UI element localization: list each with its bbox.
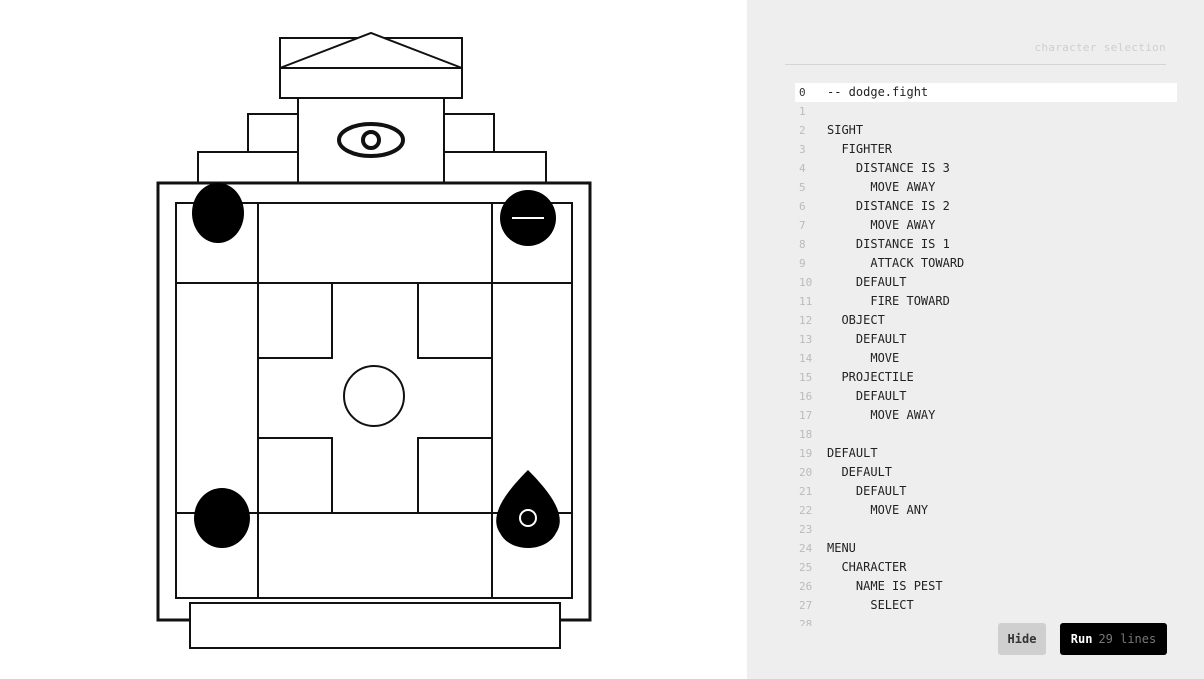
line-text: OBJECT <box>827 313 885 327</box>
code-line[interactable]: 23 <box>795 520 1177 539</box>
line-number: 20 <box>799 466 813 479</box>
line-number: 16 <box>799 390 813 403</box>
code-line[interactable]: 6 DISTANCE IS 2 <box>795 197 1177 216</box>
line-number: 18 <box>799 428 813 441</box>
code-line[interactable]: 19 DEFAULT <box>795 444 1177 463</box>
character-horned[interactable] <box>192 183 244 243</box>
code-line[interactable]: 18 <box>795 425 1177 444</box>
eye-icon <box>337 122 405 158</box>
line-text: CHARACTER <box>827 560 907 574</box>
line-number: 12 <box>799 314 813 327</box>
divider <box>785 64 1166 65</box>
line-number: 21 <box>799 485 813 498</box>
line-number: 24 <box>799 542 813 555</box>
code-line[interactable]: 8 DISTANCE IS 1 <box>795 235 1177 254</box>
code-line[interactable]: 5 MOVE AWAY <box>795 178 1177 197</box>
code-line[interactable]: 21 DEFAULT <box>795 482 1177 501</box>
line-number: 13 <box>799 333 813 346</box>
line-text: DEFAULT <box>827 446 878 460</box>
line-number: 15 <box>799 371 813 384</box>
code-line[interactable]: 1 <box>795 102 1177 121</box>
line-text: DEFAULT <box>827 332 907 346</box>
line-number: 11 <box>799 295 813 308</box>
line-text: MOVE AWAY <box>827 408 936 422</box>
line-text: DEFAULT <box>827 465 893 479</box>
run-line-count: 29 lines <box>1098 632 1157 646</box>
code-line[interactable]: 7 MOVE AWAY <box>795 216 1177 235</box>
panel-title: character selection <box>1034 41 1166 54</box>
line-number: 10 <box>799 276 813 289</box>
code-line[interactable]: 14 MOVE <box>795 349 1177 368</box>
line-text: SIGHT <box>827 123 864 137</box>
line-text: FIRE TOWARD <box>827 294 950 308</box>
line-number: 5 <box>799 181 806 194</box>
line-number: 14 <box>799 352 813 365</box>
line-number: 23 <box>799 523 813 536</box>
code-line[interactable]: 17 MOVE AWAY <box>795 406 1177 425</box>
code-line[interactable]: 27 SELECT <box>795 596 1177 615</box>
line-number: 0 <box>799 86 806 99</box>
code-line[interactable]: 0 -- dodge.fight <box>795 83 1177 102</box>
code-line[interactable]: 3 FIGHTER <box>795 140 1177 159</box>
run-label: Run <box>1070 632 1093 646</box>
line-number: 6 <box>799 200 806 213</box>
line-text: MENU <box>827 541 856 555</box>
hide-label: Hide <box>1007 632 1037 646</box>
line-text: FIGHTER <box>827 142 893 156</box>
line-number: 3 <box>799 143 806 156</box>
line-number: 26 <box>799 580 813 593</box>
line-number: 22 <box>799 504 813 517</box>
line-number: 2 <box>799 124 806 137</box>
line-number: 4 <box>799 162 806 175</box>
line-text: PROJECTILE <box>827 370 914 384</box>
line-text: -- dodge.fight <box>827 85 929 99</box>
arena-frame <box>156 181 592 649</box>
code-line[interactable]: 10 DEFAULT <box>795 273 1177 292</box>
code-line[interactable]: 24 MENU <box>795 539 1177 558</box>
code-line[interactable]: 11 FIRE TOWARD <box>795 292 1177 311</box>
line-number: 17 <box>799 409 813 422</box>
line-text: DISTANCE IS 1 <box>827 237 950 251</box>
character-helmet[interactable] <box>194 488 250 548</box>
line-text: DEFAULT <box>827 275 907 289</box>
code-line[interactable]: 28 <box>795 615 1177 626</box>
line-text: MOVE ANY <box>827 503 929 517</box>
line-text: ATTACK TOWARD <box>827 256 965 270</box>
game-board[interactable] <box>150 28 600 658</box>
line-number: 7 <box>799 219 806 232</box>
line-number: 9 <box>799 257 806 270</box>
code-line[interactable]: 13 DEFAULT <box>795 330 1177 349</box>
line-text: DISTANCE IS 2 <box>827 199 950 213</box>
line-text: NAME IS PEST <box>827 579 943 593</box>
line-text: DEFAULT <box>827 389 907 403</box>
line-number: 1 <box>799 105 806 118</box>
line-text: MOVE AWAY <box>827 180 936 194</box>
line-number: 28 <box>799 618 813 626</box>
run-button[interactable]: Run 29 lines <box>1060 623 1167 655</box>
line-text: SELECT <box>827 598 914 612</box>
line-number: 25 <box>799 561 813 574</box>
code-line[interactable]: 16 DEFAULT <box>795 387 1177 406</box>
line-text: MOVE <box>827 351 900 365</box>
code-line[interactable]: 20 DEFAULT <box>795 463 1177 482</box>
code-line[interactable]: 2 SIGHT <box>795 121 1177 140</box>
code-line[interactable]: 25 CHARACTER <box>795 558 1177 577</box>
line-number: 8 <box>799 238 806 251</box>
code-line[interactable]: 22 MOVE ANY <box>795 501 1177 520</box>
line-text: MOVE AWAY <box>827 218 936 232</box>
code-line[interactable]: 9 ATTACK TOWARD <box>795 254 1177 273</box>
hide-button[interactable]: Hide <box>998 623 1046 655</box>
line-number: 19 <box>799 447 813 460</box>
code-line[interactable]: 12 OBJECT <box>795 311 1177 330</box>
code-line[interactable]: 15 PROJECTILE <box>795 368 1177 387</box>
line-text: DEFAULT <box>827 484 907 498</box>
code-line[interactable]: 26 NAME IS PEST <box>795 577 1177 596</box>
line-number: 27 <box>799 599 813 612</box>
code-line[interactable]: 4 DISTANCE IS 3 <box>795 159 1177 178</box>
line-text: DISTANCE IS 3 <box>827 161 950 175</box>
